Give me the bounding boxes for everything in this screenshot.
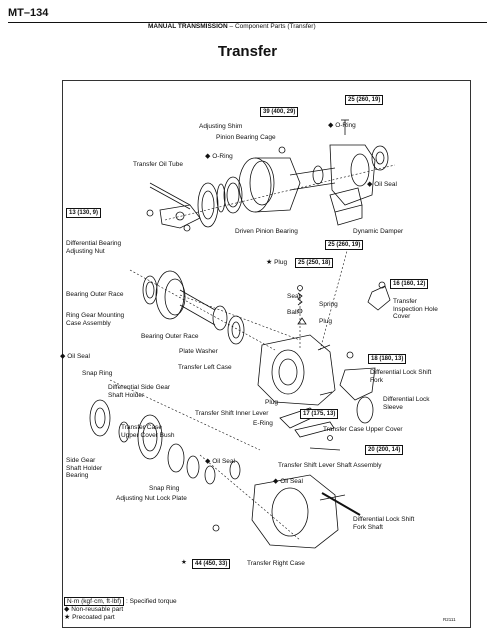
label-bearing-outer-race-2: Bearing Outer Race <box>141 333 199 340</box>
torque-box-8: 17 (175, 13) <box>300 409 339 419</box>
page-number: MT–134 <box>8 7 49 19</box>
legend: N·m (kgf·cm, ft·lbf) : Specified torque … <box>64 597 177 622</box>
subsection-title: Component Parts (Transfer) <box>234 23 316 30</box>
nonreusable-icon: ◆ <box>273 478 279 485</box>
nonreusable-icon: ◆ <box>205 458 211 465</box>
torque-box-3: 13 (130, 9) <box>66 208 102 218</box>
label-oil-seal-mid: ◆ Oil Seal <box>205 458 235 465</box>
torque-box-10: 44 (450, 33) <box>192 559 231 569</box>
header-rule <box>8 22 487 23</box>
torque-box-5: 25 (250, 18) <box>295 258 334 268</box>
left-side-parts-drawing <box>89 399 241 485</box>
precoated-icon: ★ <box>266 259 273 266</box>
figure-code: R2111 <box>443 617 456 622</box>
label-transfer-case-upper-cover: Transfer Case Upper Cover <box>323 426 403 433</box>
precoated-marker-bottom: ★ <box>181 559 187 566</box>
label-transfer-left-case: Transfer Left Case <box>178 364 232 371</box>
nonreusable-icon: ◆ <box>60 353 66 360</box>
torque-box-4: 25 (260, 19) <box>325 240 364 250</box>
transfer-oil-tube-drawing <box>149 182 191 232</box>
legend-nonreusable: ◆ Non-reusable part <box>64 606 124 613</box>
label-plug-low: Plug <box>265 399 279 406</box>
transfer-right-case-drawing <box>212 474 346 549</box>
adjusting-nut-drawing <box>146 204 201 229</box>
label-snap-ring-top: Snap Ring <box>82 370 113 377</box>
label-oil-seal-low: ◆ Oil Seal <box>273 478 303 485</box>
dynamic-damper-drawing <box>329 187 363 226</box>
label-plate-washer: Plate Washer <box>179 348 218 355</box>
legend-precoated: ★ Precoated part <box>64 614 115 621</box>
label-e-ring: E-Ring <box>253 420 273 427</box>
label-transfer-shift-lever-shaft: Transfer Shift Lever Shaft Assembly <box>278 462 382 469</box>
precoated-icon: ★ <box>64 614 71 621</box>
torque-box-9: 20 (200, 14) <box>365 445 404 455</box>
torque-box-6: 16 (160, 12) <box>390 279 429 289</box>
fork-shaft-drawing <box>321 492 361 516</box>
label-pinion-bearing-cage: Pinion Bearing Cage <box>216 134 276 141</box>
nonreusable-icon: ◆ <box>205 153 211 160</box>
torque-box-2: 39 (400, 29) <box>260 107 299 117</box>
label-transfer-oil-tube: Transfer Oil Tube <box>133 161 183 168</box>
nonreusable-icon: ◆ <box>64 606 70 613</box>
detent-parts-drawing <box>297 285 307 325</box>
legend-torque: N·m (kgf·cm, ft·lbf) : Specified torque <box>64 597 177 606</box>
label-adjusting-shim: Adjusting Shim <box>199 123 243 130</box>
pinion-bearing-cage-drawing <box>238 146 336 213</box>
section-title: MANUAL TRANSMISSION <box>148 23 228 30</box>
adjusting-shim-drawing <box>197 176 243 228</box>
label-transfer-right-case: Transfer Right Case <box>247 560 305 567</box>
label-driven-pinion-bearing: Driven Pinion Bearing <box>235 228 298 235</box>
nonreusable-icon: ◆ <box>328 122 334 129</box>
label-adjusting-nut-lock-plate: Adjusting Nut Lock Plate <box>116 495 187 502</box>
torque-box-1: 25 (260, 19) <box>345 95 384 105</box>
ring-gear-drawing <box>142 270 245 345</box>
label-snap-ring-low: Snap Ring <box>149 485 180 492</box>
section-header: MANUAL TRANSMISSION – Component Parts (T… <box>148 23 316 30</box>
label-transfer-shift-inner-lever: Transfer Shift Inner Lever <box>195 410 269 417</box>
inspection-cover-drawing <box>367 281 391 311</box>
page-title: Transfer <box>217 43 278 60</box>
flange-drawing <box>312 119 389 206</box>
label-plug-top: ★ Plug <box>266 259 288 266</box>
label-oil-seal-right: ◆ Oil Seal <box>367 181 397 188</box>
label-o-ring-left: ◆ O-Ring <box>205 153 233 160</box>
torque-box-7: 18 (180, 13) <box>368 354 407 364</box>
label-o-ring-top: ◆ O-Ring <box>328 122 356 129</box>
nonreusable-icon: ◆ <box>367 181 373 188</box>
label-seat: Seat <box>287 293 301 300</box>
shift-fork-drawing <box>279 351 376 451</box>
label-dynamic-damper: Dynamic Damper <box>353 228 404 235</box>
diagram-frame <box>62 80 471 628</box>
section-dash: – <box>229 23 234 30</box>
label-bearing-outer-race-1: Bearing Outer Race <box>66 291 124 298</box>
label-plug-mid: Plug <box>319 318 333 325</box>
label-ball: Ball <box>287 309 298 316</box>
label-spring: Spring <box>319 301 338 308</box>
transfer-left-case-drawing <box>257 334 336 406</box>
label-oil-seal-left: ◆ Oil Seal <box>60 353 90 360</box>
